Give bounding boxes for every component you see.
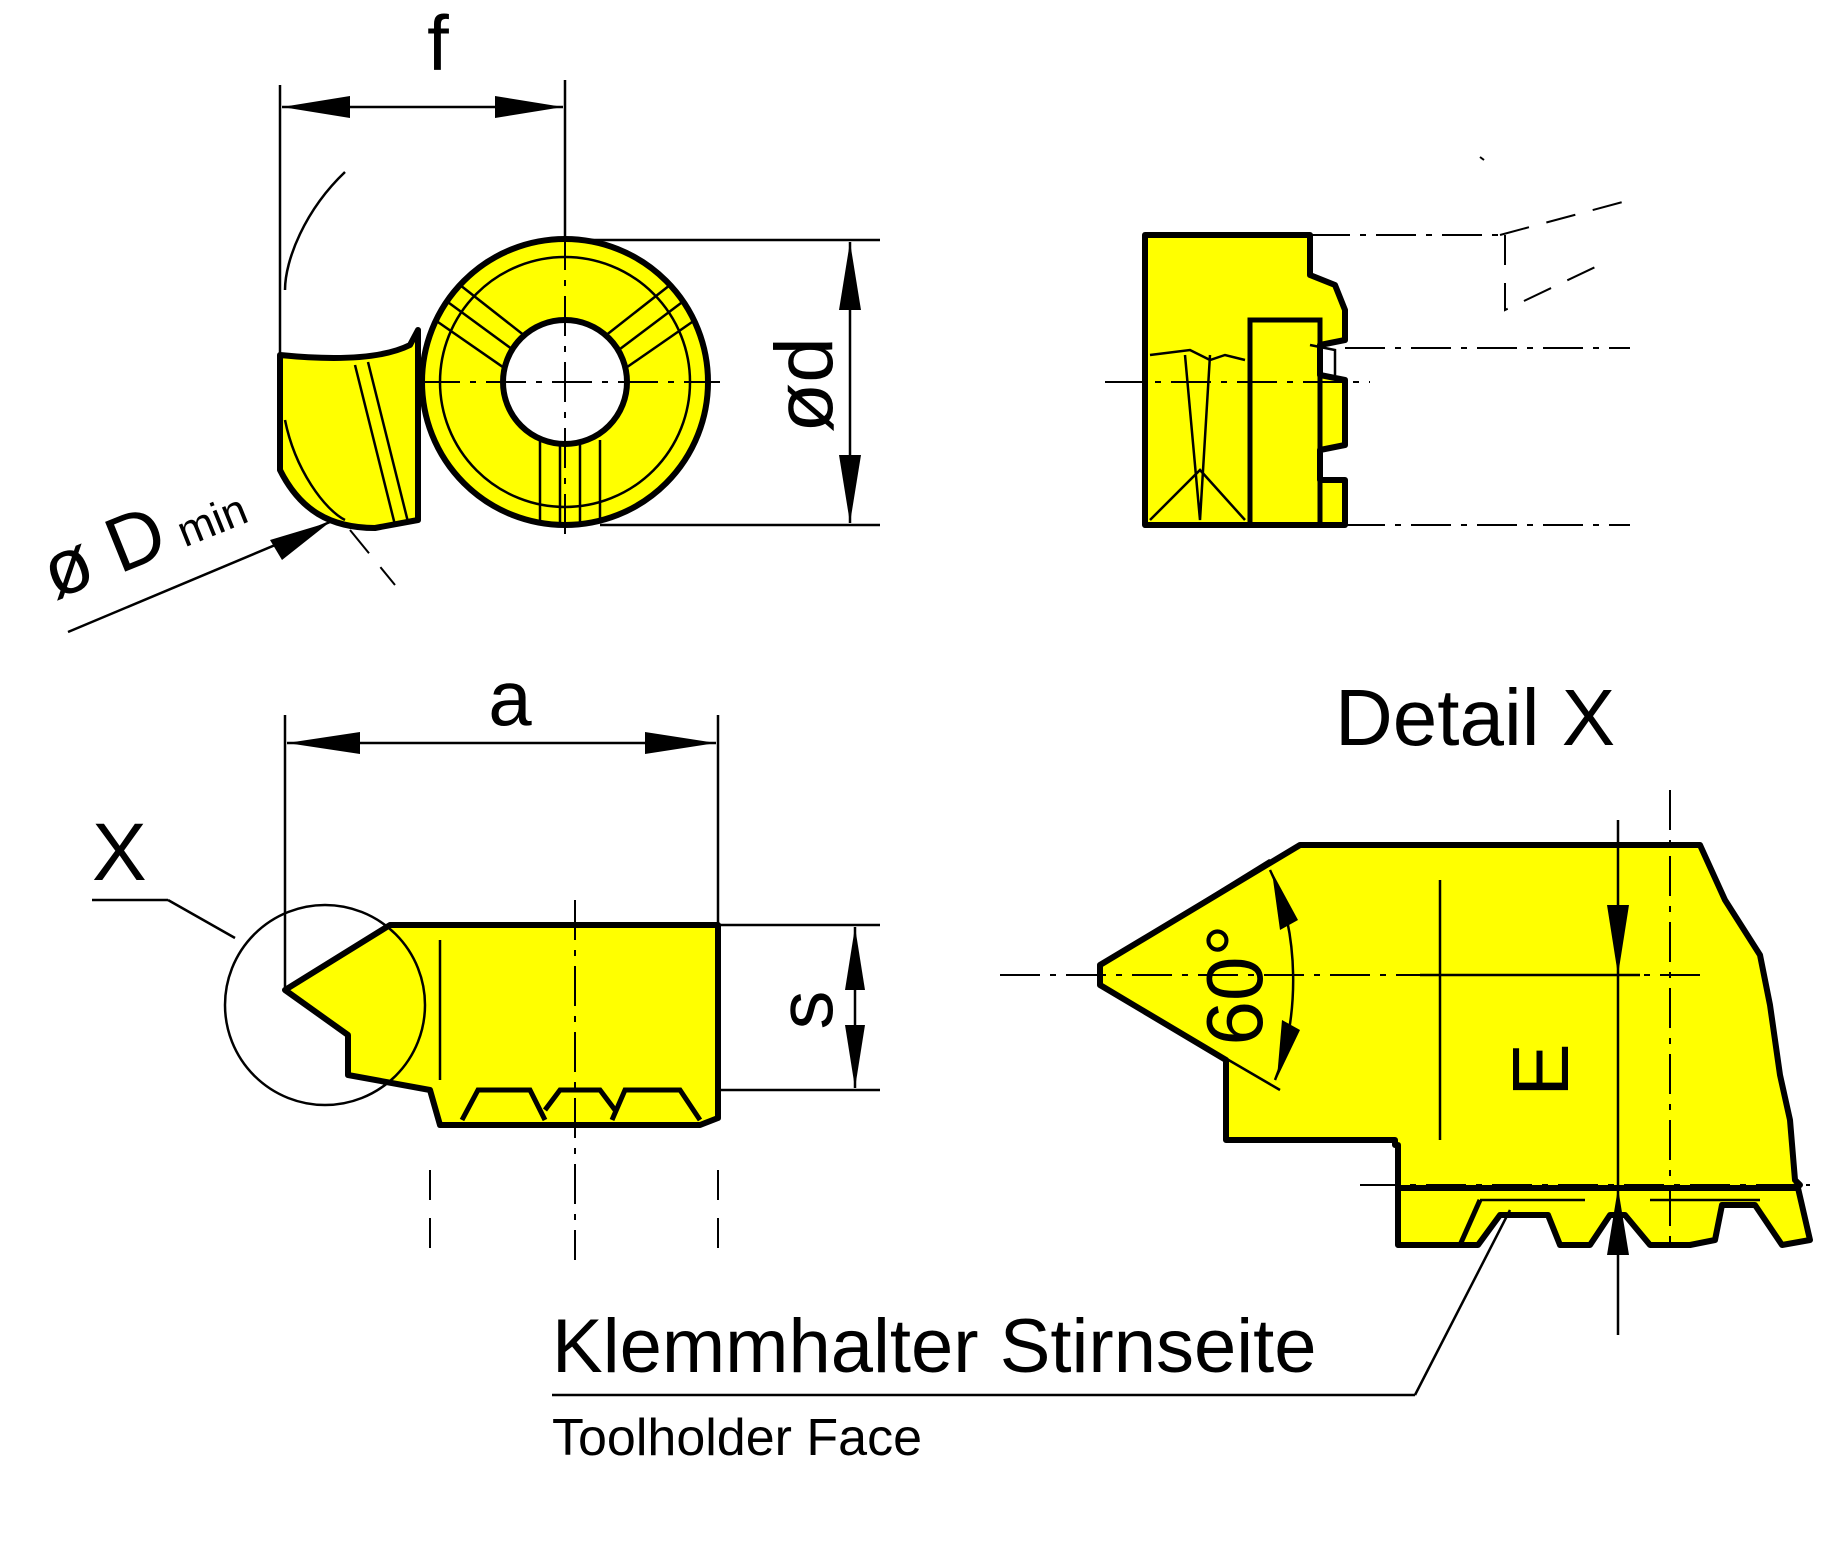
top-view: a s X [92,654,880,1260]
spoke-grooves [434,284,696,525]
detail-x-marker [223,903,427,1107]
note-toolholder-de: Klemmhalter Stirnseite [552,1304,1317,1389]
dim-Dmin-leader [67,520,331,634]
angle-label: 60° [1190,925,1279,1046]
note-toolholder-en: Toolholder Face [552,1409,922,1467]
detail-x-mark-label: X [92,807,147,898]
dim-f-label: f [427,0,449,87]
side-body [1142,232,1348,528]
dim-d [565,238,880,527]
detail-x-view: Detail X 60° E [552,673,1813,1467]
side-view [1105,156,1631,528]
front-view: f ød ø D min [28,0,880,634]
dim-E [1420,820,1640,1335]
top-body [282,922,721,1128]
dim-E-label: E [1496,1043,1585,1096]
dim-d-label: ød [759,337,850,433]
dim-Dmin-sub: min [170,485,254,557]
dmin-arc [283,171,346,291]
dim-a [283,715,720,990]
dim-a-label: a [488,654,532,742]
detail-title: Detail X [1335,673,1615,762]
dim-f [278,80,567,360]
insert-tip-body [277,327,421,531]
dim-s-label: s [761,991,849,1030]
angle-60 [1099,858,1300,1092]
dim-s [718,923,880,1092]
detail-teeth [1395,1185,1813,1248]
toolholder-leader [552,1209,1512,1397]
